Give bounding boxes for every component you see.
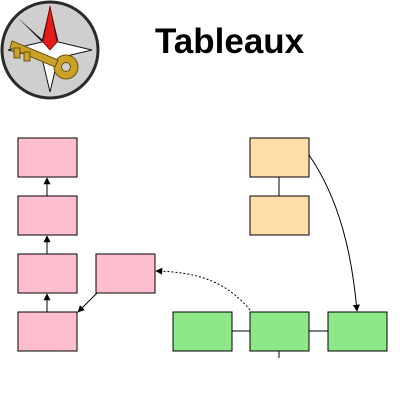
node-green-1 bbox=[172, 311, 233, 352]
page-title: Tableaux bbox=[155, 22, 305, 61]
node-orange-1 bbox=[249, 137, 310, 178]
node-pink-5 bbox=[95, 253, 156, 294]
node-pink-2 bbox=[17, 195, 78, 236]
node-pink-4 bbox=[17, 311, 78, 352]
node-green-2 bbox=[249, 311, 310, 352]
compass-key-icon bbox=[0, 0, 100, 100]
node-green-3 bbox=[327, 311, 388, 352]
node-pink-3 bbox=[17, 253, 78, 294]
edge-green-2-to-pink-5 bbox=[155, 267, 251, 311]
edge-orange-1-to-green-3 bbox=[308, 154, 360, 312]
node-pink-1 bbox=[17, 137, 78, 178]
node-orange-2 bbox=[249, 195, 310, 236]
edge-pink-5-to-pink-4 bbox=[77, 292, 98, 313]
